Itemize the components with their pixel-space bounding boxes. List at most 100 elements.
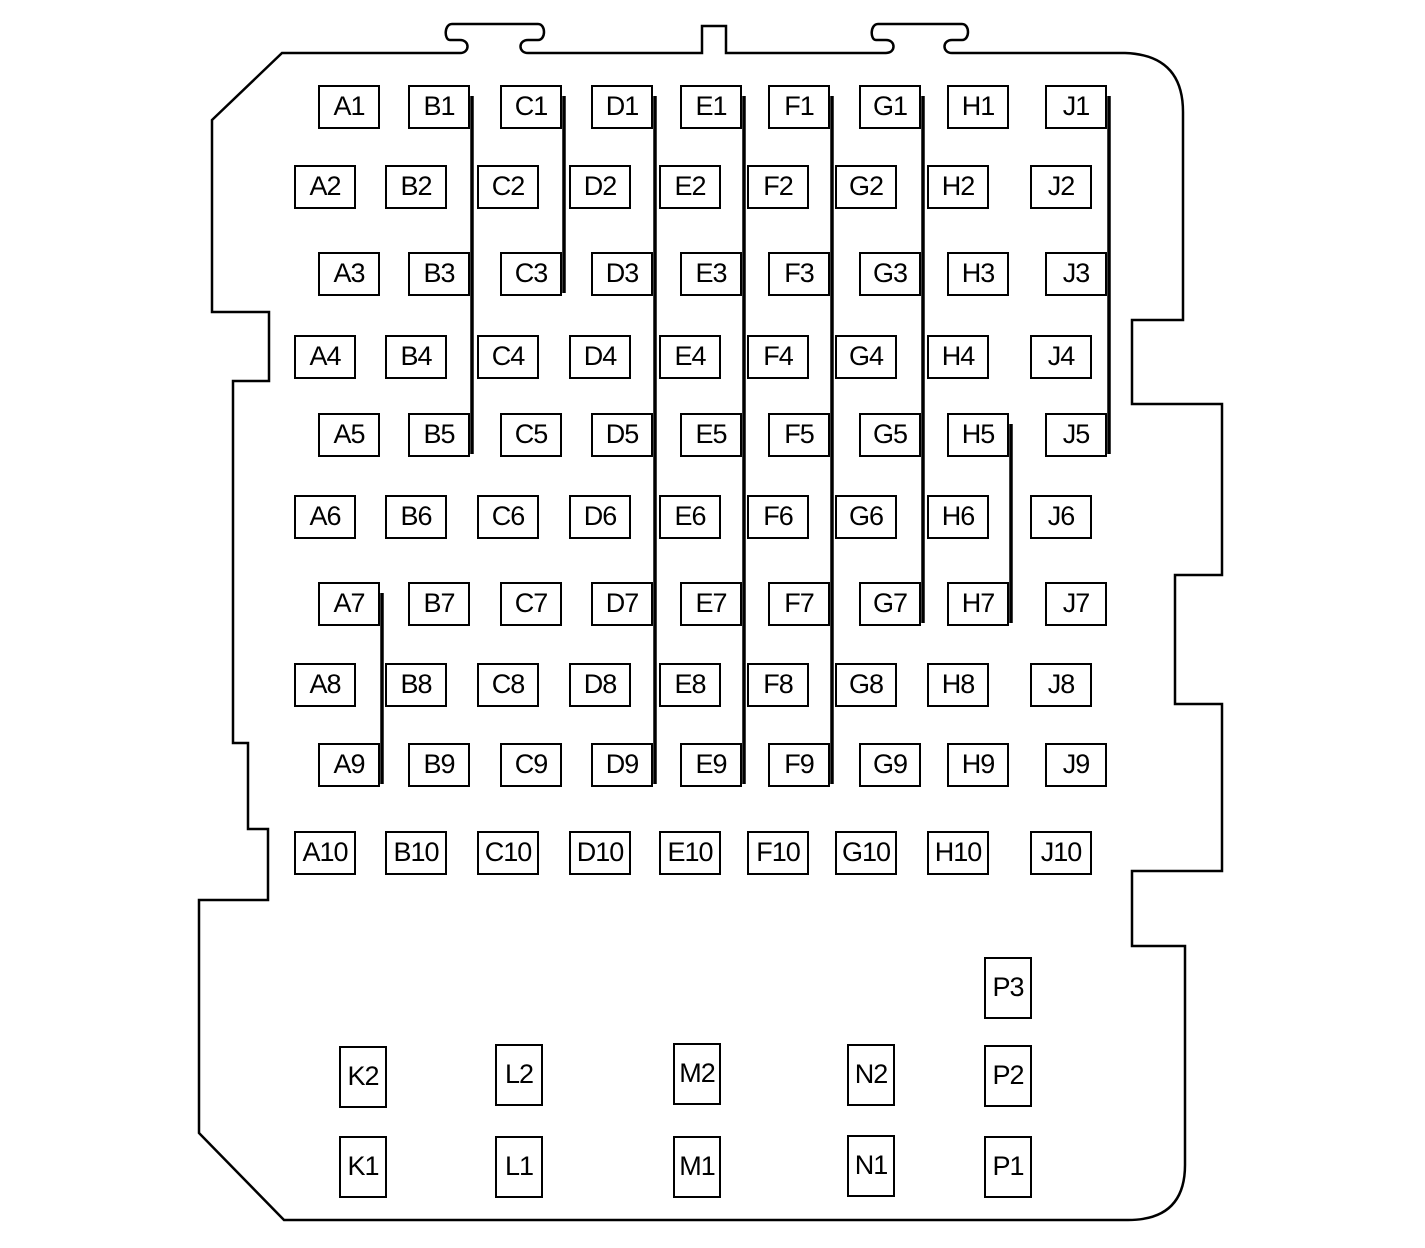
fuse-slot-box: [947, 85, 1009, 129]
fuse-slot-h9: H9: [947, 743, 1009, 787]
fuse-slot-box: [984, 957, 1032, 1019]
fuse-slot-box: [1030, 495, 1092, 539]
fuse-slot-box: [500, 582, 562, 626]
fuse-slot-e1: E1: [680, 85, 742, 129]
fuse-slot-j6: J6: [1030, 495, 1092, 539]
fuse-slot-d2: D2: [569, 165, 631, 209]
fuse-slot-box: [569, 663, 631, 707]
fuse-slot-c6: C6: [477, 495, 539, 539]
fuse-slot-h10: H10: [927, 831, 989, 875]
fuse-slot-h5: H5: [947, 413, 1009, 457]
fuse-slot-b1: B1: [408, 85, 470, 129]
fuse-slot-label: J1: [1063, 91, 1090, 121]
fuse-slot-box: [500, 743, 562, 787]
fuse-slot-n1: N1: [847, 1135, 895, 1197]
fuse-slot-box: [1030, 165, 1092, 209]
fuse-slot-label: D2: [584, 171, 617, 201]
fuse-slot-box: [673, 1043, 721, 1105]
fuse-slot-box: [659, 663, 721, 707]
fuse-slot-g9: G9: [859, 743, 921, 787]
fuse-slot-e6: E6: [659, 495, 721, 539]
fuse-slot-c5: C5: [500, 413, 562, 457]
fuse-slot-box: [659, 165, 721, 209]
fuse-slot-box: [835, 165, 897, 209]
fuse-slot-label: G2: [849, 171, 883, 201]
fuse-slot-label: J2: [1048, 171, 1075, 201]
fuse-slot-label: P2: [992, 1060, 1023, 1090]
fuse-slot-a3: A3: [318, 252, 380, 296]
fuse-slot-box: [294, 831, 356, 875]
fuse-slot-label: G6: [849, 501, 883, 531]
fuse-slot-box: [835, 495, 897, 539]
fuse-slot-d8: D8: [569, 663, 631, 707]
fuse-slot-box: [680, 743, 742, 787]
fuse-slot-box: [859, 252, 921, 296]
fuse-slot-f10: F10: [747, 831, 809, 875]
fuse-slot-box: [385, 335, 447, 379]
fuse-slot-h3: H3: [947, 252, 1009, 296]
fuse-slot-box: [847, 1044, 895, 1106]
fuse-slot-box: [835, 335, 897, 379]
fuse-slot-h2: H2: [927, 165, 989, 209]
fuse-slot-label: B6: [400, 501, 431, 531]
fuse-slot-label: F8: [763, 669, 793, 699]
fuse-slot-box: [408, 85, 470, 129]
fuse-slot-box: [859, 413, 921, 457]
fuse-slot-label: H4: [942, 341, 975, 371]
fuse-slot-label: H5: [962, 419, 995, 449]
fuse-slot-k2: K2: [339, 1046, 387, 1108]
fuse-slot-j1: J1: [1045, 85, 1107, 129]
fuse-slot-box: [294, 663, 356, 707]
fuse-slot-c4: C4: [477, 335, 539, 379]
fuse-slot-f4: F4: [747, 335, 809, 379]
fuse-slot-label: J5: [1063, 419, 1090, 449]
fuse-slot-f9: F9: [768, 743, 830, 787]
fuse-slot-box: [747, 663, 809, 707]
fuse-slot-box: [1030, 663, 1092, 707]
fuse-slot-box: [318, 582, 380, 626]
fuse-slot-box: [408, 413, 470, 457]
fuse-slot-a10: A10: [294, 831, 356, 875]
fuse-slot-c7: C7: [500, 582, 562, 626]
fuse-slot-box: [591, 252, 653, 296]
fuse-slot-j8: J8: [1030, 663, 1092, 707]
fuse-slot-g10: G10: [835, 831, 897, 875]
fuse-slot-h4: H4: [927, 335, 989, 379]
fuse-slot-box: [500, 413, 562, 457]
fuse-slot-box: [591, 582, 653, 626]
fuse-slot-label: D9: [606, 749, 639, 779]
fuse-slot-g8: G8: [835, 663, 897, 707]
fuse-slot-box: [408, 252, 470, 296]
fuse-slot-b8: B8: [385, 663, 447, 707]
fuse-slot-label: E4: [674, 341, 706, 371]
fuse-slot-e7: E7: [680, 582, 742, 626]
fuse-slot-label: F6: [763, 501, 793, 531]
fuse-slot-box: [385, 663, 447, 707]
fuse-slot-box: [294, 165, 356, 209]
fuse-slot-e2: E2: [659, 165, 721, 209]
fuse-slot-label: G1: [873, 91, 907, 121]
fuse-slot-label: G9: [873, 749, 907, 779]
fuse-slot-g5: G5: [859, 413, 921, 457]
fuse-slot-label: A5: [333, 419, 364, 449]
fuse-slot-j7: J7: [1045, 582, 1107, 626]
fuse-slot-d3: D3: [591, 252, 653, 296]
fuse-slot-box: [927, 663, 989, 707]
fuse-slot-e3: E3: [680, 252, 742, 296]
fuse-slot-label: B1: [423, 91, 454, 121]
fuse-slot-k1: K1: [339, 1136, 387, 1198]
fuse-slot-label: F9: [784, 749, 814, 779]
fuse-slot-j9: J9: [1045, 743, 1107, 787]
fuse-slot-label: A2: [309, 171, 340, 201]
fuse-slot-box: [680, 413, 742, 457]
fuse-slot-f7: F7: [768, 582, 830, 626]
fuse-slot-label: D4: [584, 341, 617, 371]
fuse-slot-label: G7: [873, 588, 907, 618]
fuse-slot-label: C10: [485, 837, 532, 867]
fuse-slot-a7: A7: [318, 582, 380, 626]
fuse-slot-b3: B3: [408, 252, 470, 296]
fuse-slot-box: [318, 413, 380, 457]
fuse-slot-label: A10: [302, 837, 347, 867]
fuse-slot-l1: L1: [495, 1136, 543, 1198]
fuse-slot-label: E5: [695, 419, 726, 449]
